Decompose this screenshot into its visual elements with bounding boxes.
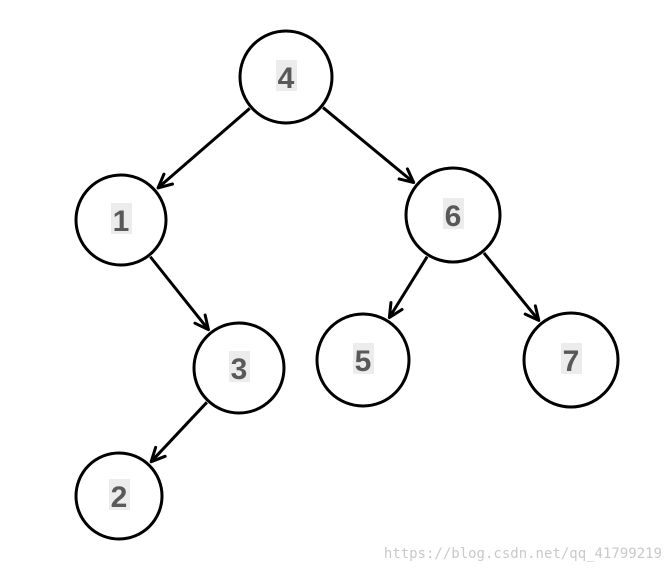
edge-n1-n3: [149, 255, 210, 332]
node-label-background: [353, 343, 374, 374]
node-label-background: [561, 343, 582, 374]
edge-line: [482, 252, 540, 322]
edges-layer: [149, 106, 541, 464]
edge-n6-n5: [387, 255, 429, 320]
arrowhead: [193, 313, 210, 332]
tree-node-7: 7: [522, 311, 620, 409]
tree-node-2: 2: [74, 451, 164, 541]
node-label-background: [111, 203, 132, 234]
edge-n4-n6: [322, 106, 416, 185]
edge-line: [150, 401, 208, 463]
edge-line: [149, 255, 210, 331]
node-label: 7: [563, 345, 580, 378]
edge-line: [322, 106, 415, 184]
node-label: 6: [445, 200, 462, 233]
node-label-background: [276, 60, 297, 91]
node-label-background: [109, 479, 130, 510]
node-label: 4: [278, 62, 295, 95]
node-label: 3: [231, 353, 248, 386]
nodes-layer: 4 1 6 3 5 7 2: [74, 29, 620, 541]
node-label: 5: [355, 345, 372, 378]
node-label: 1: [113, 205, 130, 238]
arrowhead: [523, 304, 541, 322]
arrowhead: [156, 172, 175, 190]
edge-line: [157, 107, 251, 190]
arrowhead: [387, 301, 404, 320]
tree-node-3: 3: [192, 321, 286, 415]
node-label-background: [229, 351, 250, 382]
edge-n3-n2: [149, 401, 208, 464]
tree-node-5: 5: [315, 312, 411, 408]
tree-node-4: 4: [238, 29, 334, 125]
arrowhead: [397, 167, 416, 185]
tree-node-6: 6: [404, 166, 502, 264]
node-label: 2: [111, 481, 128, 514]
tree-node-1: 1: [74, 173, 168, 267]
edge-line: [388, 255, 429, 319]
watermark: https://blog.csdn.net/qq_41799219: [383, 546, 662, 562]
node-label-background: [443, 198, 464, 229]
arrowhead: [149, 445, 167, 464]
edge-n6-n7: [482, 252, 541, 322]
edge-n4-n1: [156, 107, 251, 190]
